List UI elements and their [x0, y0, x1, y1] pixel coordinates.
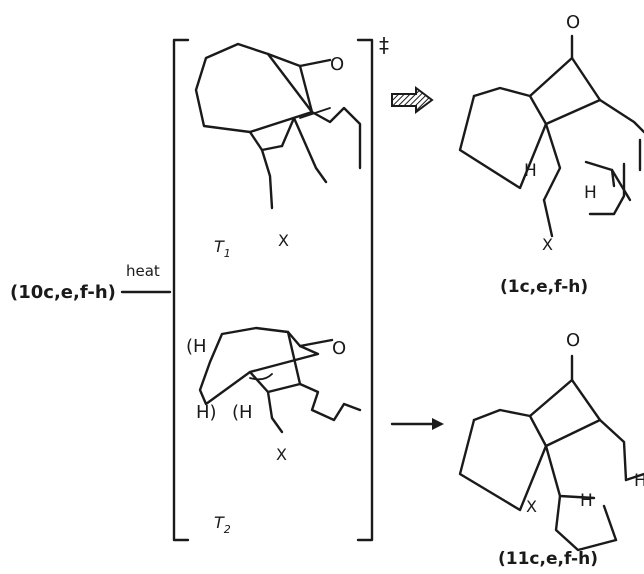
double-dagger: ‡: [379, 33, 389, 57]
plain-arrowhead: [432, 418, 444, 430]
svg-text:O: O: [330, 54, 344, 75]
svg-text:H): H): [196, 402, 217, 423]
reactant-label: (10c,e,f-h): [10, 282, 116, 303]
ts1-structure: O X: [194, 42, 362, 250]
svg-text:O: O: [566, 12, 580, 33]
svg-text:O: O: [332, 338, 346, 359]
svg-text:H: H: [584, 183, 597, 203]
ts1-label: T1: [214, 237, 231, 260]
product2-structure: O H H X: [458, 330, 644, 552]
ts2-structure: O (H H) (H X: [186, 326, 362, 464]
svg-text:O: O: [566, 330, 580, 351]
svg-text:(H: (H: [186, 336, 207, 357]
product1-label: (1c,e,f-h): [500, 277, 588, 297]
svg-text:X: X: [526, 497, 537, 516]
heat-label: heat: [126, 262, 160, 280]
svg-text:(H: (H: [232, 402, 253, 423]
svg-text:H: H: [634, 471, 644, 491]
left-bracket: [172, 38, 190, 542]
svg-text:X: X: [542, 235, 553, 254]
svg-text:H: H: [580, 491, 593, 511]
svg-text:X: X: [276, 445, 287, 464]
product2-label: (11c,e,f-h): [498, 549, 598, 569]
svg-text:X: X: [278, 231, 289, 250]
hatched-arrow: [391, 86, 434, 114]
right-bracket: [356, 38, 374, 542]
svg-text:H: H: [524, 161, 537, 181]
product1-structure: O H H X: [458, 12, 644, 254]
ts2-label: T2: [214, 513, 231, 536]
